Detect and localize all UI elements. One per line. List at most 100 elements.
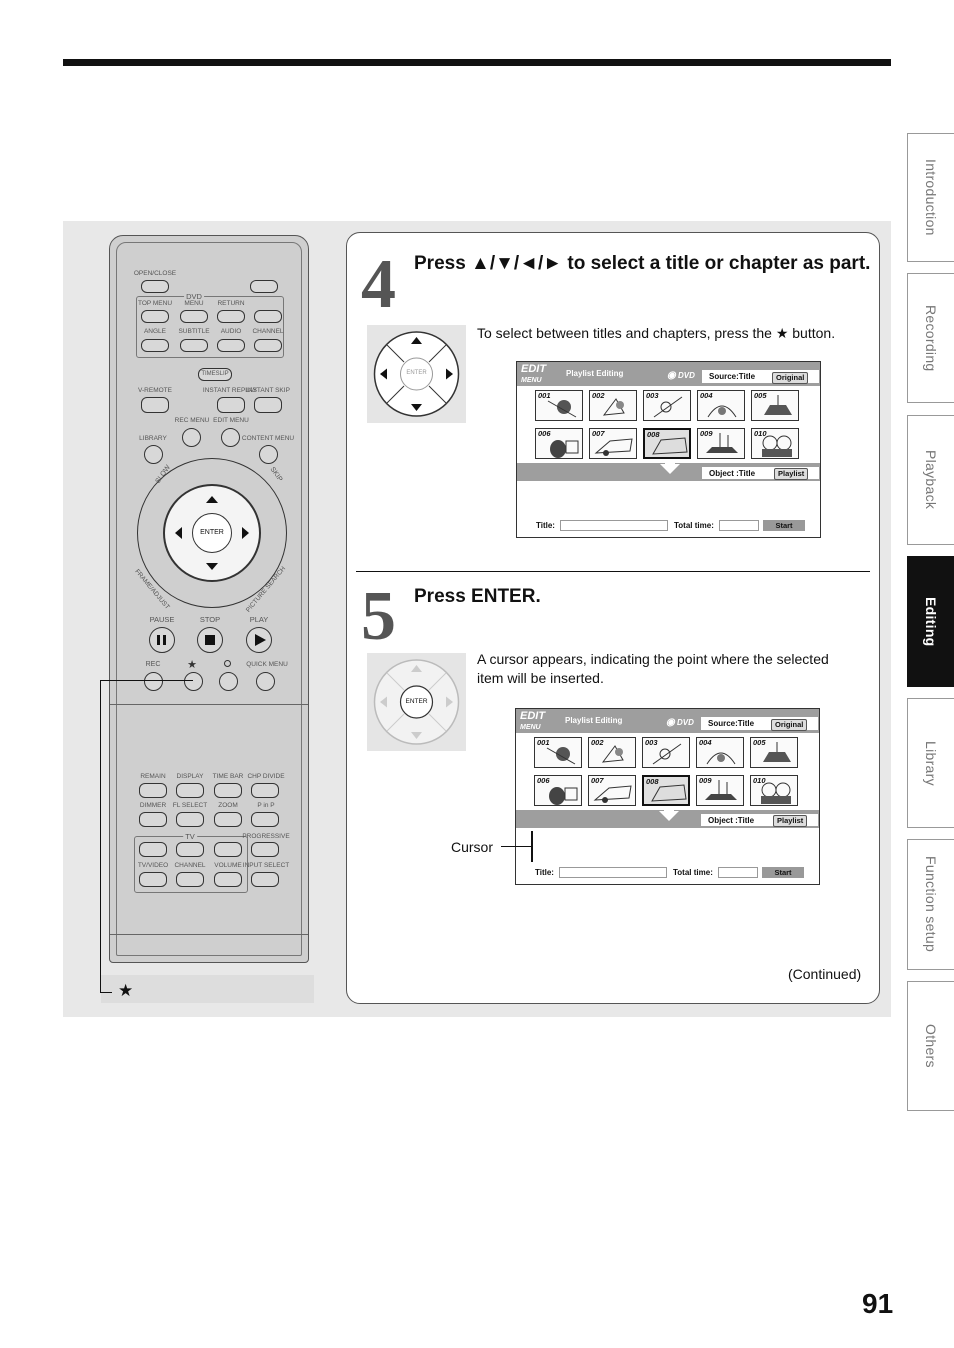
- tv-channel-up-button[interactable]: [176, 842, 204, 857]
- thumbnail-number: 009: [699, 776, 712, 785]
- fl-select-button[interactable]: [176, 812, 204, 827]
- angle-button[interactable]: [141, 339, 169, 352]
- thumbnail-003[interactable]: 003: [642, 737, 690, 768]
- tab-playback[interactable]: Playback: [907, 415, 954, 545]
- label-star: ★: [187, 659, 197, 671]
- playlist-button[interactable]: Playlist: [773, 815, 808, 827]
- star-button[interactable]: [184, 672, 203, 691]
- step-heading: Press ▲/▼/◄/► to select a title or chapt…: [414, 253, 871, 274]
- thumbnail-003[interactable]: 003: [643, 390, 691, 421]
- thumbnail-number: 009: [700, 429, 713, 438]
- open-close-button[interactable]: [141, 280, 169, 293]
- v-remote-button[interactable]: [141, 397, 169, 413]
- rec-button[interactable]: [144, 672, 163, 691]
- label-p-in-p: P in P: [257, 802, 275, 809]
- playlist-button[interactable]: Playlist: [774, 468, 809, 480]
- tab-library[interactable]: Library: [907, 698, 954, 828]
- label-rec: REC: [145, 661, 161, 668]
- thumbnail-004[interactable]: 004: [696, 737, 744, 768]
- thumbnail-006[interactable]: 006: [534, 775, 582, 806]
- tv-channel-down-button[interactable]: [176, 872, 204, 887]
- label-tv: TV: [183, 832, 197, 841]
- thumbnail-010[interactable]: 010: [751, 428, 799, 459]
- channel-up-button[interactable]: [254, 310, 282, 323]
- original-button[interactable]: Original: [772, 372, 809, 384]
- thumbnail-002[interactable]: 002: [589, 390, 637, 421]
- chp-divide-button[interactable]: [251, 783, 279, 798]
- tab-recording[interactable]: Recording: [907, 273, 954, 403]
- thumbnail-001[interactable]: 001: [534, 737, 582, 768]
- volume-down-button[interactable]: [214, 872, 242, 887]
- progressive-button[interactable]: [251, 842, 279, 857]
- dpad-illustration: ENTER: [367, 325, 466, 423]
- title-field[interactable]: [559, 867, 667, 878]
- start-button[interactable]: Start: [762, 867, 804, 878]
- disc-icon: ◉: [666, 717, 675, 728]
- thumbnail-007[interactable]: 007: [588, 775, 636, 806]
- content-menu-button[interactable]: [259, 445, 278, 464]
- thumbnail-007[interactable]: 007: [589, 428, 637, 459]
- label-audio: AUDIO: [220, 328, 242, 335]
- pad-enter-label[interactable]: ENTER: [405, 698, 428, 705]
- title-field[interactable]: [560, 520, 668, 531]
- dvd-text: DVD: [677, 371, 695, 380]
- thumbnail-image-icon: [593, 785, 632, 803]
- p-in-p-button[interactable]: [251, 812, 279, 827]
- channel-down-button[interactable]: [254, 339, 282, 352]
- tv-video-button[interactable]: [139, 872, 167, 887]
- thumbnail-008[interactable]: 008: [642, 775, 690, 806]
- start-button[interactable]: Start: [763, 520, 805, 531]
- power-button[interactable]: [250, 280, 278, 293]
- timeslip-button[interactable]: TIMESLIP: [198, 368, 232, 381]
- subtitle-button[interactable]: [180, 339, 208, 352]
- thumbnail-004[interactable]: 004: [697, 390, 745, 421]
- tab-editing[interactable]: Editing: [907, 556, 954, 687]
- instant-replay-button[interactable]: [217, 397, 245, 413]
- timer-button[interactable]: [219, 672, 238, 691]
- rec-menu-button[interactable]: [182, 428, 201, 447]
- remain-button[interactable]: [139, 783, 167, 798]
- thumbnail-006[interactable]: 006: [535, 428, 583, 459]
- instant-skip-button[interactable]: [254, 397, 282, 413]
- time-bar-button[interactable]: [214, 783, 242, 798]
- step-divider: [356, 571, 870, 572]
- thumbnail-005[interactable]: 005: [751, 390, 799, 421]
- zoom-button[interactable]: [214, 812, 242, 827]
- volume-up-button[interactable]: [214, 842, 242, 857]
- top-menu-button[interactable]: [141, 310, 169, 323]
- quick-menu-button[interactable]: [256, 672, 275, 691]
- total-time-label: Total time:: [673, 868, 713, 877]
- audio-button[interactable]: [217, 339, 245, 352]
- tab-others[interactable]: Others: [907, 981, 954, 1111]
- screen-title: Playlist Editing: [566, 369, 624, 378]
- dimmer-button[interactable]: [139, 812, 167, 827]
- return-button[interactable]: [217, 310, 245, 323]
- tv-power-button[interactable]: [139, 842, 167, 857]
- original-button[interactable]: Original: [771, 719, 808, 731]
- edit-logo-sub: MENU: [520, 724, 541, 731]
- thumbnail-002[interactable]: 002: [588, 737, 636, 768]
- thumbnail-001[interactable]: 001: [535, 390, 583, 421]
- edit-menu-button[interactable]: [221, 428, 240, 447]
- thumbnail-number: 002: [591, 738, 604, 747]
- thumbnail-number: 005: [754, 391, 767, 400]
- thumbnail-image-icon: [546, 747, 576, 765]
- thumbnail-009[interactable]: 009: [697, 428, 745, 459]
- tab-introduction[interactable]: Introduction: [907, 133, 954, 262]
- thumbnail-image-icon: [763, 742, 791, 762]
- input-select-button[interactable]: [251, 872, 279, 887]
- enter-button[interactable]: ENTER: [192, 513, 232, 553]
- label-instant-replay: INSTANT REPLAY: [202, 387, 258, 394]
- thumbnail-009[interactable]: 009: [696, 775, 744, 806]
- tab-function-setup[interactable]: Function setup: [907, 839, 954, 970]
- menu-button[interactable]: [180, 310, 208, 323]
- thumbnail-010[interactable]: 010: [750, 775, 798, 806]
- thumbnail-number: 008: [646, 777, 659, 786]
- thumbnail-008[interactable]: 008: [643, 428, 691, 459]
- label-quick-menu: QUICK MENU: [246, 661, 288, 668]
- library-button[interactable]: [144, 445, 163, 464]
- display-button[interactable]: [176, 783, 204, 798]
- tab-label: Editing: [923, 596, 939, 647]
- thumbnail-005[interactable]: 005: [750, 737, 798, 768]
- pause-button[interactable]: [149, 627, 175, 653]
